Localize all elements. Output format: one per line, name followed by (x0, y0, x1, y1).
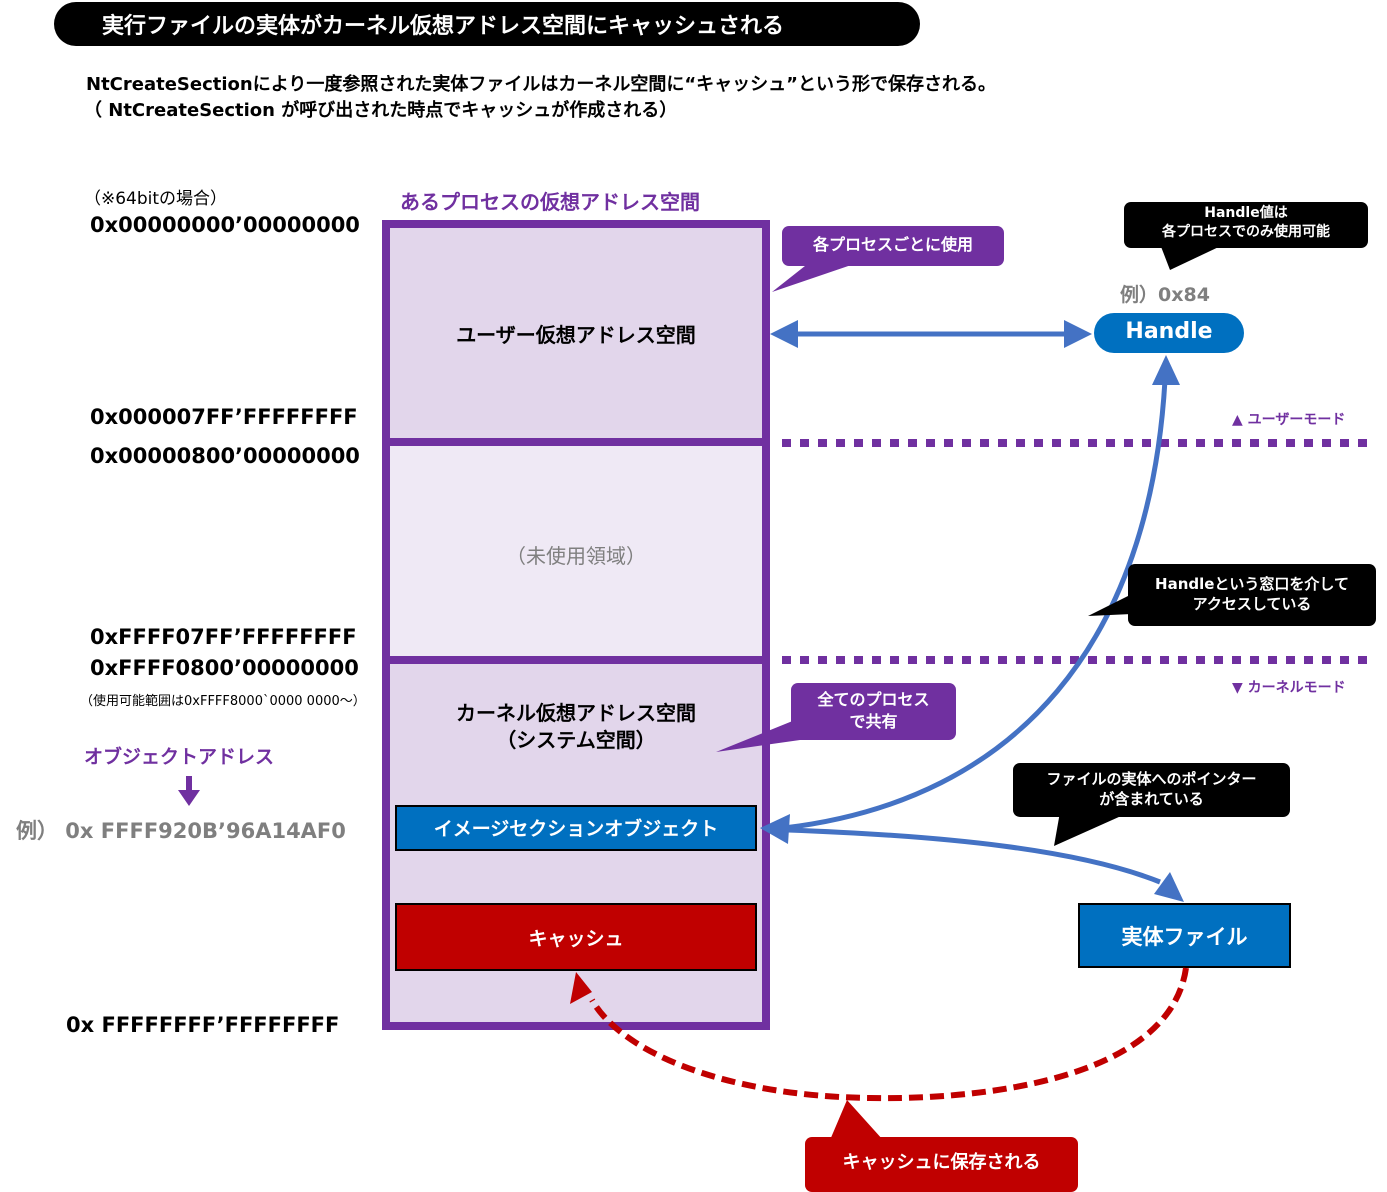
address-unused-start: 0x00000800’00000000 (90, 444, 360, 468)
cache-label[interactable]: キャッシュ (396, 924, 756, 951)
callout-file-pointer-line1: ファイルの実体へのポインター (1046, 770, 1257, 788)
callout-access-bg (1128, 564, 1376, 626)
description-line-2: （ NtCreateSection が呼び出された時点でキャッシュが作成される） (84, 100, 678, 121)
cache-text: キャッシュ (528, 928, 624, 950)
callout-access-line1: Handleという窓口を介して (1155, 575, 1349, 593)
arrowhead-to-handle (1152, 355, 1180, 385)
handle-label: Handle (1125, 319, 1213, 344)
object-address-example: 例） 0x FFFF920B’96A14AF0 (16, 819, 346, 843)
kernel-region-sublabel: （システム空間） (496, 728, 656, 752)
image-section-object-text: イメージセクションオブジェクト (433, 818, 719, 840)
callout-shared-bg (791, 683, 956, 740)
entity-file-node[interactable]: 実体ファイル (1079, 921, 1290, 951)
cache-box (395, 903, 757, 971)
callout-file-pointer-line2: が含まれている (1099, 790, 1204, 808)
user-region-box (384, 224, 766, 442)
object-address-label: オブジェクトアドレス (84, 746, 275, 768)
callout-access-tail (1088, 594, 1132, 616)
kernel-mode-label: ▼ カーネルモード (1232, 680, 1346, 696)
callout-shared-tail (716, 720, 800, 752)
callout-shared-line2: で共有 (849, 712, 898, 731)
image-section-object-box (395, 805, 757, 851)
address-space-outline (382, 220, 770, 1030)
arrowhead-to-object (760, 814, 790, 844)
file-to-cache-curve (589, 967, 1189, 1102)
user-region-label: ユーザー仮想アドレス空間 (456, 323, 696, 347)
handle-node[interactable]: Handle (1094, 319, 1244, 344)
callout-handle-value-line2: 各プロセスでのみ使用可能 (1162, 224, 1330, 240)
description-line-1: NtCreateSectionにより一度参照された実体ファイルはカーネル空間に“… (86, 74, 997, 95)
callout-file-pointer-tail (1054, 812, 1130, 846)
title-banner: 実行ファイルの実体がカーネル仮想アドレス空間にキャッシュされる (54, 2, 920, 46)
address-space-heading: あるプロセスの仮想アドレス空間 (400, 190, 700, 214)
kernel-region-label: カーネル仮想アドレス空間 (456, 701, 696, 725)
callout-per-process-text: 各プロセスごとに使用 (812, 235, 973, 254)
arrowhead-to-cache (570, 972, 592, 1004)
callout-file-pointer-bg (1013, 763, 1290, 817)
user-mode-label: ▲ ユーザーモード (1232, 412, 1346, 428)
entity-file-label: 実体ファイル (1121, 925, 1248, 949)
callout-handle-value-line1: Handle値は (1204, 205, 1288, 221)
callout-handle-value-bg (1124, 202, 1368, 248)
kernel-usable-note: （使用可能範囲は0xFFFF8000`0000 0000～） (80, 694, 366, 709)
address-kernel-end: 0x FFFFFFFF’FFFFFFFF (66, 1013, 340, 1037)
unused-region-label: （未使用領域） (506, 544, 646, 568)
unused-region-box (384, 442, 766, 660)
handle-example: 例）0x84 (1120, 284, 1210, 306)
callout-saved-bg (805, 1137, 1078, 1192)
entity-file-box (1078, 903, 1291, 968)
callout-per-process-bg (782, 226, 1004, 266)
address-unused-end: 0xFFFF07FF’FFFFFFFF (90, 625, 357, 649)
note-64bit: （※64bitの場合） (84, 189, 228, 209)
arrow-down-icon (178, 776, 200, 806)
page-title: 実行ファイルの実体がカーネル仮想アドレス空間にキャッシュされる (102, 14, 785, 39)
object-to-file-curve (787, 827, 1161, 885)
callout-handle-value-tail (1160, 244, 1225, 270)
arrowhead-to-file (1154, 872, 1184, 902)
arrowhead-right (1064, 320, 1092, 348)
arrowhead-left (770, 320, 798, 348)
callout-saved-tail (830, 1100, 883, 1140)
address-user-start: 0x00000000’00000000 (90, 213, 360, 237)
address-user-end: 0x000007FF’FFFFFFFF (90, 405, 358, 429)
handle-pill (1094, 313, 1244, 353)
callout-access-line2: アクセスしている (1192, 595, 1312, 613)
image-section-object-label[interactable]: イメージセクションオブジェクト (396, 814, 756, 841)
address-kernel-start: 0xFFFF0800’00000000 (90, 656, 359, 680)
object-to-handle-curve (783, 379, 1168, 831)
callout-per-process-tail (772, 262, 860, 292)
callout-shared-line1: 全てのプロセス (817, 690, 930, 709)
callout-saved-text: キャッシュに保存される (842, 1152, 1041, 1173)
